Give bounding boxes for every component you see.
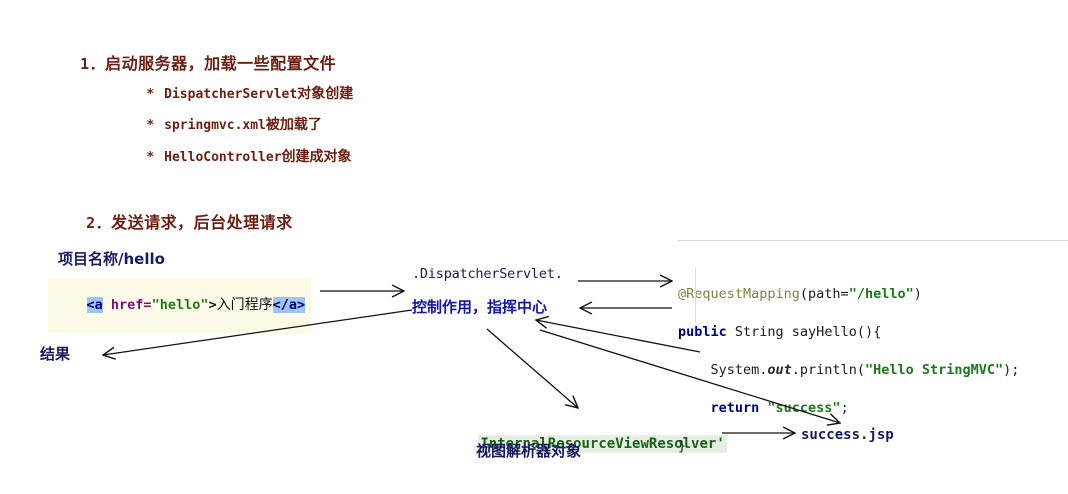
out-field-token: out xyxy=(767,362,792,378)
bullet-item: * HelloController创建成对象 xyxy=(115,131,352,181)
result-label: 结果 xyxy=(40,345,71,363)
snippet-link-text: 入门程序 xyxy=(216,297,273,313)
bullet-text: 对象创建 xyxy=(297,86,354,102)
step-2-number: 2． xyxy=(86,214,112,232)
html-snippet: <a href="hello">入门程序</a> xyxy=(48,278,312,333)
paren-close-token: ) xyxy=(913,286,922,302)
jsp-page-label: success.jsp xyxy=(801,427,894,443)
snippet-open-tag: <a xyxy=(86,297,103,313)
step-2-title: 发送请求，后台处理请求 xyxy=(111,213,293,232)
system-token: System. xyxy=(678,362,768,378)
snippet-gt: > xyxy=(208,297,217,313)
bullet-text: 创建成对象 xyxy=(281,149,352,165)
code-line-1: @RequestMapping(path="/hello") xyxy=(678,285,1068,304)
method-signature-token: String sayHello(){ xyxy=(726,324,882,340)
paren-open-token: (path= xyxy=(799,286,849,302)
return-string-token: "success" xyxy=(759,400,841,416)
asterisk-bullet-icon: * xyxy=(146,150,155,165)
println-string-token: "Hello StringMVC" xyxy=(864,362,1004,378)
code-line-5: } xyxy=(678,437,1068,456)
arrow-diagonal-icon xyxy=(486,328,578,408)
bullet-code: HelloController xyxy=(164,150,282,165)
path-value-token: "/hello" xyxy=(848,286,914,302)
bullet-text: 被加载了 xyxy=(265,117,322,133)
view-resolver-class: InternalResourceViewResolver' xyxy=(478,435,727,453)
step-2-heading: 2．发送请求，后台处理请求 xyxy=(48,191,293,251)
code-line-3: System.out.println("Hello StringMVC"); xyxy=(678,361,1068,380)
bullet-code: DispatcherServlet xyxy=(164,87,298,102)
dispatcher-servlet-role: 控制作用，指挥中心 xyxy=(412,298,548,316)
snippet-attr-value: "hello" xyxy=(151,297,209,313)
closing-brace-token: } xyxy=(678,438,687,454)
return-keyword-token: return xyxy=(678,400,760,416)
annotation-token: @RequestMapping xyxy=(678,286,800,302)
println-token: .println( xyxy=(791,362,865,378)
java-code-block: @RequestMapping(path="/hello") public St… xyxy=(678,240,1068,494)
step-1-title: 启动服务器，加载一些配置文件 xyxy=(105,54,337,73)
println-suffix-token: ); xyxy=(1003,362,1020,378)
project-path-label: 项目名称/hello xyxy=(58,250,165,268)
code-line-4: return "success"; xyxy=(678,399,1068,418)
step-1-number: 1． xyxy=(80,55,106,73)
bullet-item: * springmvc.xml被加载了 xyxy=(115,99,322,149)
bullet-code: springmvc.xml xyxy=(164,118,266,133)
dispatcher-servlet-class: .DispatcherServlet. xyxy=(412,266,563,282)
code-line-2: public String sayHello(){ xyxy=(678,323,1068,342)
bullet-item: * DispatcherServlet对象创建 xyxy=(115,68,353,118)
snippet-attr: href= xyxy=(102,297,152,313)
view-resolver-class-wrap: InternalResourceViewResolver' xyxy=(458,414,727,471)
return-suffix-token: ; xyxy=(840,400,849,416)
asterisk-bullet-icon: * xyxy=(146,87,155,102)
arrow-diagonal-icon xyxy=(536,320,701,353)
step-1-heading: 1．启动服务器，加载一些配置文件 xyxy=(42,32,336,92)
snippet-close-tag: </a> xyxy=(272,297,306,313)
asterisk-bullet-icon: * xyxy=(146,118,155,133)
indent-guide xyxy=(695,267,696,323)
public-keyword-token: public xyxy=(678,324,727,340)
view-resolver-role: 视图解析器对象 xyxy=(476,442,582,460)
